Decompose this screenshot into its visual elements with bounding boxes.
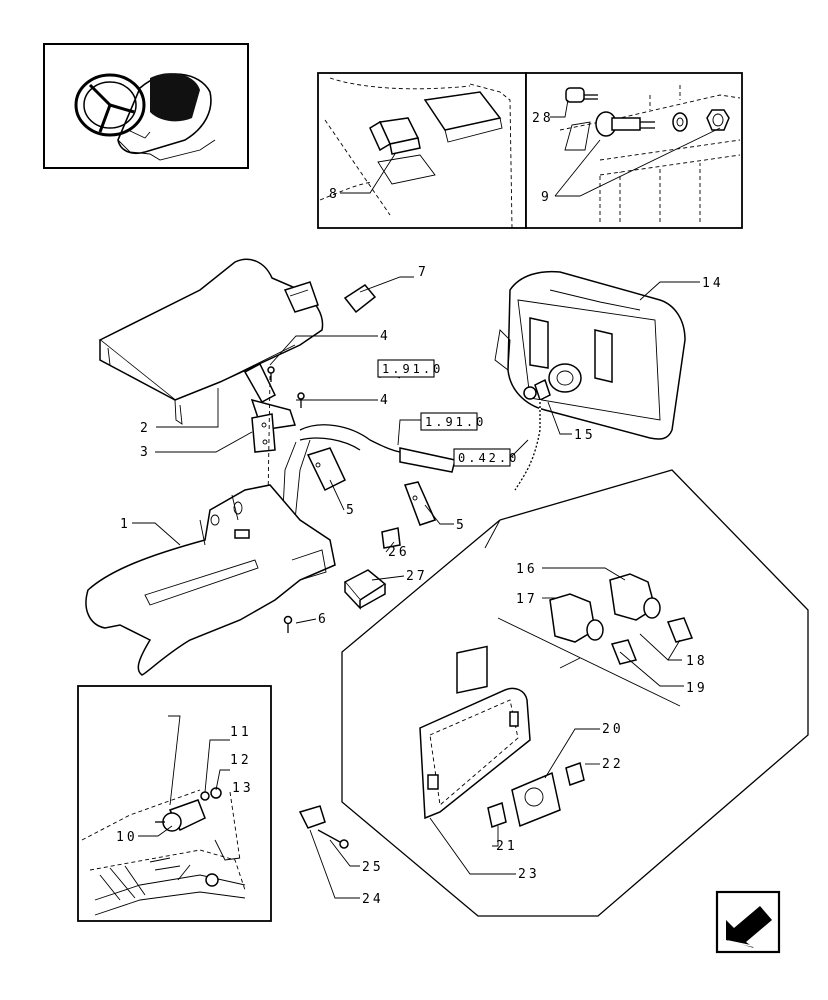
detail-panel-lamp <box>77 685 272 922</box>
callout-25: 25 <box>362 860 384 875</box>
detail-panel-switch <box>317 72 527 229</box>
orientation-thumbnail <box>43 43 249 169</box>
detail-panel-socket <box>525 72 743 229</box>
callout-6: 6 <box>318 612 329 627</box>
callout-26: 26 <box>388 545 410 560</box>
callout-14: 14 <box>702 276 724 291</box>
callout-28: 28 <box>532 111 554 126</box>
bulb-holders <box>549 573 694 669</box>
callout-10: 10 <box>116 830 138 845</box>
callout-27: 27 <box>406 569 428 584</box>
callout-13: 13 <box>232 781 254 796</box>
tractor-dashboard-orientation-icon <box>74 73 216 161</box>
reference-label: 1.91.0 <box>425 415 486 429</box>
callout-5a: 5 <box>346 503 357 518</box>
callout-11: 11 <box>230 725 252 740</box>
callout-23: 23 <box>518 867 540 882</box>
reference-box-3[interactable]: 0.42.0 <box>453 448 519 467</box>
callout-3: 3 <box>140 445 151 460</box>
reference-label: 1.91.0 <box>382 362 443 376</box>
callout-4b: 4 <box>380 393 391 408</box>
callout-9: 9 <box>541 190 552 205</box>
callout-16: 16 <box>516 562 538 577</box>
callout-17: 17 <box>516 592 538 607</box>
callout-12: 12 <box>230 753 252 768</box>
console-base <box>85 484 336 676</box>
callout-5b: 5 <box>456 518 467 533</box>
callout-labels: 1 2 3 4 4 5 5 6 7 8 9 10 11 12 13 14 15 … <box>116 111 724 907</box>
callout-4a: 4 <box>380 329 391 344</box>
console-cover <box>98 258 377 425</box>
next-page-button[interactable] <box>715 890 781 954</box>
instrument-housing <box>494 270 686 491</box>
callout-19: 19 <box>686 681 708 696</box>
exploded-view-frame <box>341 469 809 917</box>
callout-22: 22 <box>602 757 624 772</box>
callout-20: 20 <box>602 722 624 737</box>
callout-18: 18 <box>686 654 708 669</box>
bracket-harness <box>243 362 456 610</box>
callout-7: 7 <box>418 265 429 280</box>
instrument-panel-plate <box>298 645 585 849</box>
callout-21: 21 <box>496 839 518 854</box>
reference-label: 0.42.0 <box>458 451 519 465</box>
callout-8: 8 <box>329 187 340 202</box>
callout-2: 2 <box>140 421 151 436</box>
callout-15: 15 <box>574 428 596 443</box>
reference-box-1[interactable]: 1.91.0 <box>377 359 443 378</box>
callout-1: 1 <box>120 517 131 532</box>
next-page-arrow-icon <box>726 906 772 948</box>
callout-24: 24 <box>362 892 384 907</box>
reference-box-2[interactable]: 1.91.0 <box>420 412 486 431</box>
